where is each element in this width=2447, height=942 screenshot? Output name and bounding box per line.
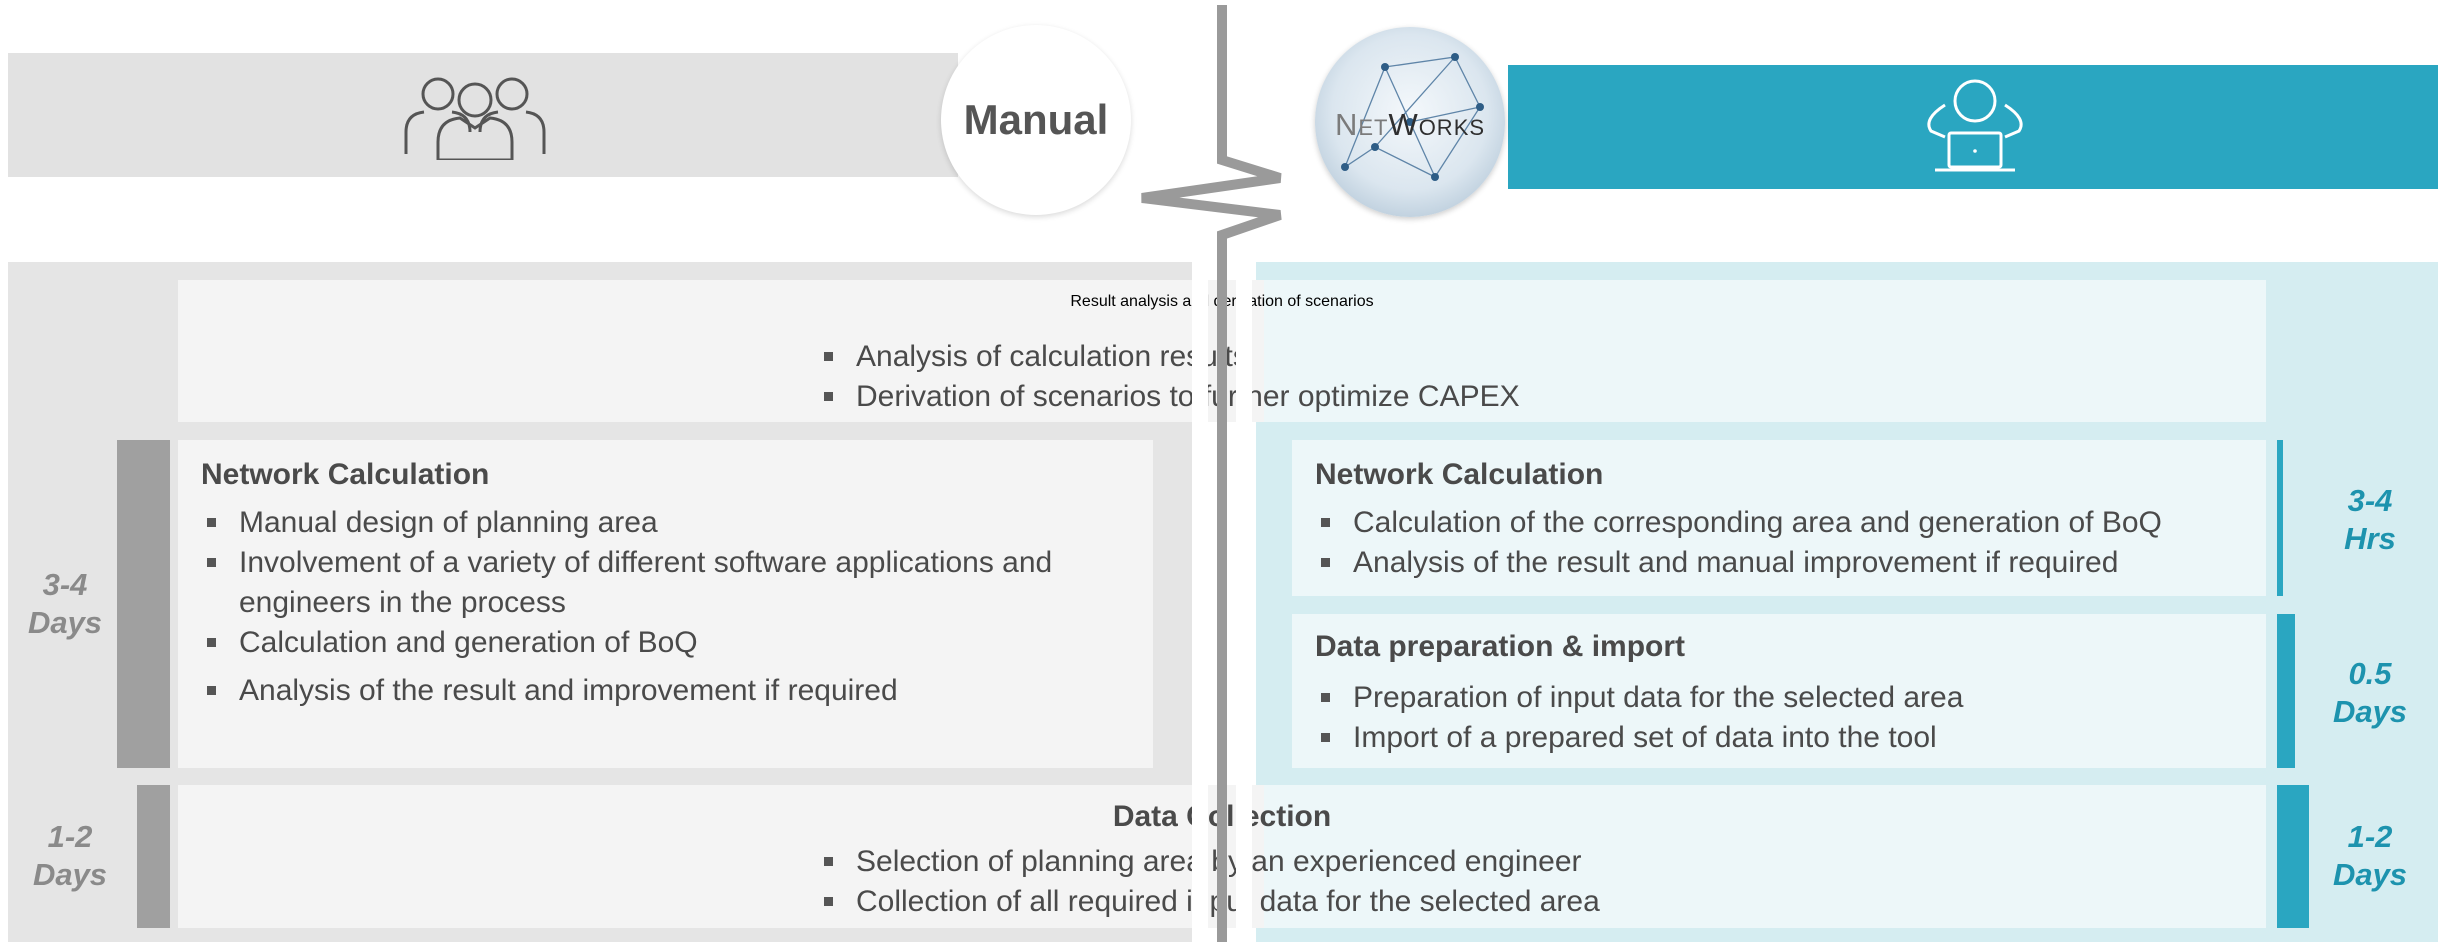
networks-logo: NetWorks <box>1315 27 1505 217</box>
tool-network-box <box>1292 440 2266 596</box>
list-item: Collection of all required input data fo… <box>818 882 1600 922</box>
tool-prep-list: Preparation of input data for the select… <box>1315 678 1963 758</box>
list-item: Derivation of scenarios to further optim… <box>818 377 1520 417</box>
list-item: Analysis of the result and improvement i… <box>201 671 1131 711</box>
manual-network-title: Network Calculation <box>201 458 490 491</box>
list-item: Manual design of planning area <box>201 503 1131 543</box>
logo-text-net: Net <box>1334 107 1389 142</box>
duration-unit: Hrs <box>2344 521 2396 556</box>
people-group-icon <box>404 77 546 160</box>
tool-prep-duration: 0.5 Days <box>2300 655 2440 731</box>
tool-prep-box <box>1292 614 2266 768</box>
duration-value: 3-4 <box>2347 483 2393 518</box>
manual-network-list: Manual design of planning area Involveme… <box>201 503 1131 711</box>
manual-network-box <box>178 440 1153 768</box>
list-item: Calculation and generation of BoQ <box>201 623 1131 663</box>
duration-unit: Days <box>2332 694 2408 729</box>
tool-prep-duration-bar <box>2277 614 2295 768</box>
list-item: Involvement of a variety of different so… <box>201 543 1131 623</box>
result-analysis-list: Analysis of calculation results Derivati… <box>818 337 1520 417</box>
list-item: Calculation of the corresponding area an… <box>1315 503 2162 543</box>
list-item: Analysis of calculation results <box>818 337 1520 377</box>
tool-collection-duration: 1-2 Days <box>2300 818 2440 894</box>
list-item: Import of a prepared set of data into th… <box>1315 718 1963 758</box>
duration-unit: Days <box>27 605 103 640</box>
duration-value: 1-2 <box>47 819 93 854</box>
person-laptop-icon <box>1927 79 2023 172</box>
tool-network-duration: 3-4 Hrs <box>2300 482 2440 558</box>
duration-unit: Days <box>32 857 108 892</box>
list-item: Analysis of the result and manual improv… <box>1315 543 2162 583</box>
tool-network-title: Network Calculation <box>1315 458 1604 491</box>
tool-network-list: Calculation of the corresponding area an… <box>1315 503 2162 583</box>
break-divider <box>1141 5 1282 942</box>
tool-prep-title: Data preparation & import <box>1315 630 1686 663</box>
manual-badge: Manual <box>941 25 1131 215</box>
manual-network-duration: 3-4 Days <box>10 566 120 642</box>
duration-value: 3-4 <box>42 567 88 602</box>
duration-unit: Days <box>2332 857 2408 892</box>
manual-collection-duration: 1-2 Days <box>10 818 130 894</box>
manual-duration-bar <box>117 440 170 768</box>
logo-text-works: Works <box>1388 107 1486 142</box>
manual-collection-duration-bar <box>137 785 170 928</box>
tool-collection-duration-bar <box>2277 785 2309 928</box>
manual-label: Manual <box>963 96 1109 143</box>
list-item: Preparation of input data for the select… <box>1315 678 1963 718</box>
duration-value: 1-2 <box>2347 819 2393 854</box>
tool-network-duration-bar <box>2277 440 2283 596</box>
duration-value: 0.5 <box>2348 656 2392 691</box>
